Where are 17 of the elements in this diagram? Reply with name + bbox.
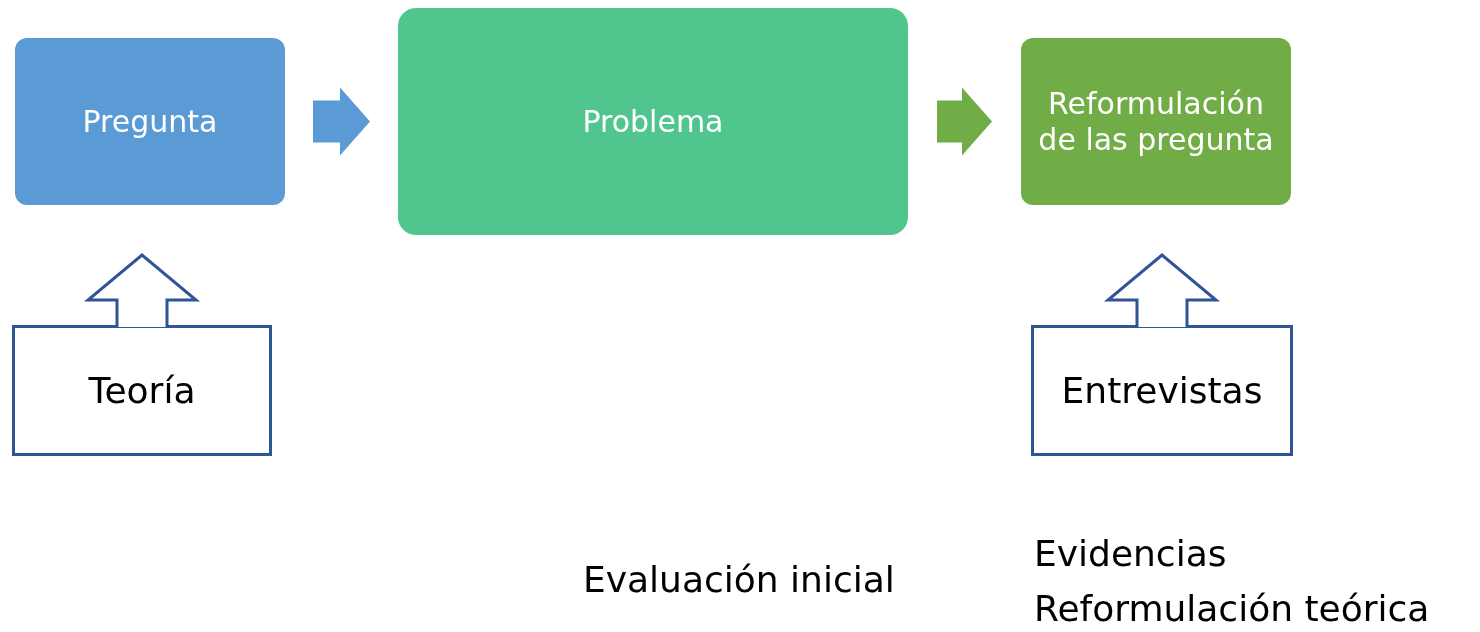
node-label: Teoría bbox=[88, 368, 196, 413]
node-label: Pregunta bbox=[82, 103, 218, 140]
block-arrow bbox=[83, 253, 201, 329]
callout-box bbox=[1031, 325, 1293, 456]
block-arrow bbox=[313, 87, 370, 156]
process-box bbox=[398, 8, 908, 235]
block-arrow bbox=[937, 87, 992, 156]
note-text: Evaluación inicial bbox=[583, 558, 895, 602]
node-label: Reformulación de las pregunta bbox=[1037, 85, 1275, 158]
callout-box bbox=[12, 325, 272, 456]
node-label: Problema bbox=[582, 103, 724, 140]
block-arrow bbox=[1103, 253, 1221, 329]
node-label: Entrevistas bbox=[1061, 368, 1263, 413]
note-text: Reformulación teórica bbox=[1034, 587, 1430, 631]
process-box bbox=[1021, 38, 1291, 205]
note-text: Evidencias bbox=[1034, 532, 1227, 576]
process-box bbox=[15, 38, 285, 205]
